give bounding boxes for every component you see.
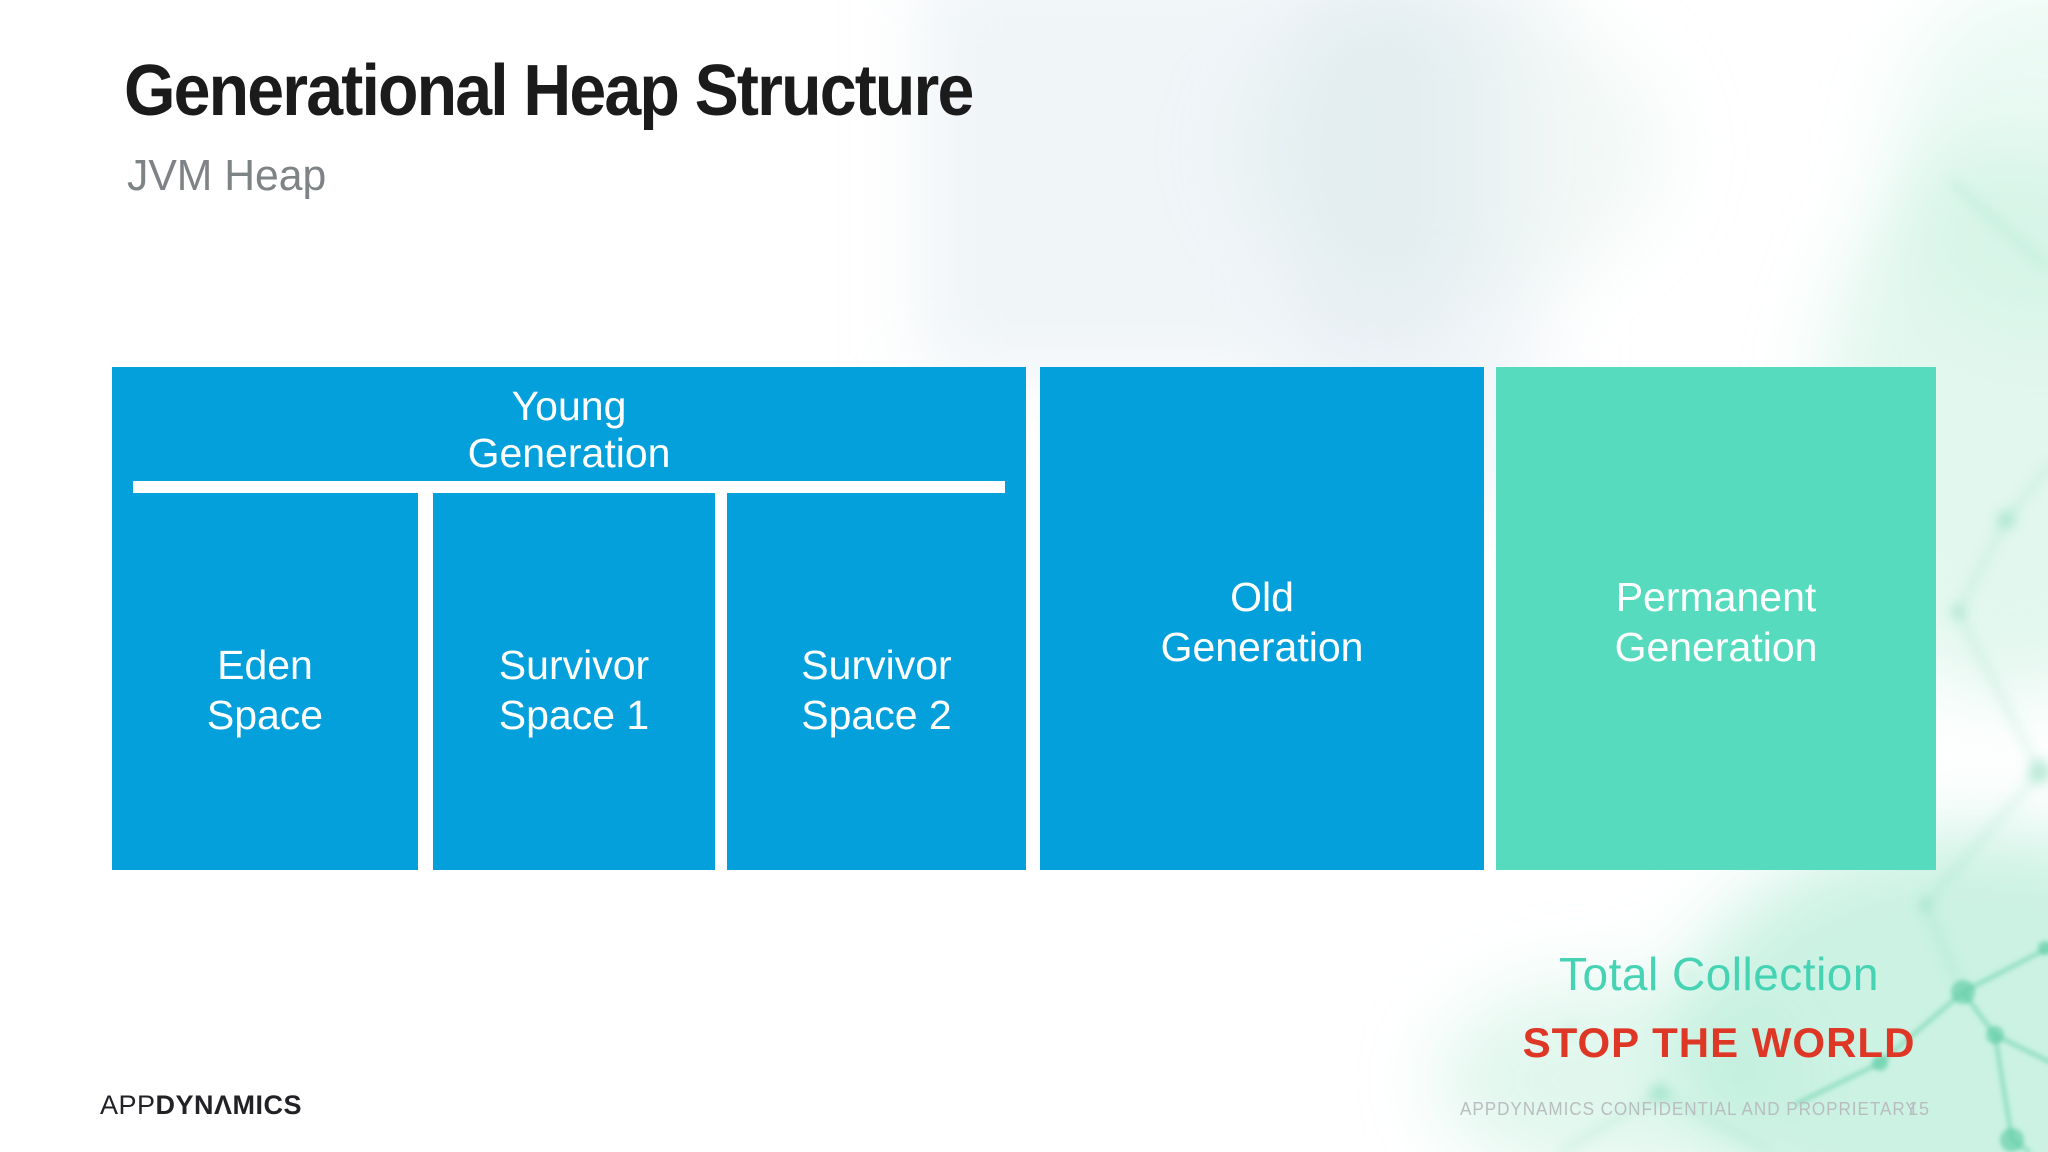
appdynamics-logo: APPDYNΛMICS — [100, 1090, 302, 1121]
young-generation-label-line1: Young — [511, 383, 627, 429]
subspace-divider — [418, 493, 433, 870]
stop-the-world-label: STOP THE WORLD — [1522, 1019, 1916, 1066]
young-generation-box: Young Generation Eden Space Survivor Spa… — [112, 367, 1026, 870]
survivor-space-2-label: Survivor Space 2 — [801, 640, 951, 740]
eden-space-label-line1: Eden — [217, 641, 313, 688]
slide-subtitle: JVM Heap — [127, 151, 327, 200]
survivor-space-1-label-line2: Space 1 — [498, 691, 650, 738]
permanent-generation-label-line2: Generation — [1614, 623, 1818, 670]
page-number: 15 — [1908, 1099, 1931, 1119]
eden-space-label-line2: Space — [206, 691, 324, 738]
survivor-space-2-label-line2: Space 2 — [801, 691, 952, 738]
old-generation-label-line2: Generation — [1160, 623, 1364, 670]
eden-space-label: Eden Space — [207, 640, 323, 740]
permanent-generation-label-line1: Permanent — [1615, 573, 1817, 620]
slide-title: Generational Heap Structure — [124, 51, 974, 131]
subspace-divider — [715, 493, 727, 870]
young-generation-separator-bar — [133, 481, 1005, 493]
permanent-generation-label: Permanent Generation — [1615, 572, 1818, 672]
old-generation-label-line1: Old — [1230, 573, 1294, 620]
footer-confidential-text: APPDYNAMICS CONFIDENTIAL AND PROPRIETARY — [1460, 1099, 1918, 1119]
permanent-generation-box: Permanent Generation — [1496, 367, 1936, 870]
appdynamics-logo-main: DYNΛMICS — [155, 1090, 303, 1120]
survivor-space-1-label: Survivor Space 1 — [499, 640, 649, 740]
survivor-space-2-label-line1: Survivor — [801, 641, 952, 688]
survivor-space-1-label-line1: Survivor — [498, 641, 650, 688]
old-generation-label: Old Generation — [1161, 572, 1364, 672]
survivor-space-2-box: Survivor Space 2 — [727, 493, 1026, 870]
young-generation-subspaces: Eden Space Survivor Space 1 Survivor Spa… — [112, 493, 1026, 870]
young-generation-header: Young Generation — [112, 367, 1026, 493]
survivor-space-1-box: Survivor Space 1 — [433, 493, 715, 870]
young-generation-label: Young Generation — [112, 383, 1026, 477]
eden-space-box: Eden Space — [112, 493, 418, 870]
old-generation-box: Old Generation — [1040, 367, 1484, 870]
appdynamics-logo-prefix: APP — [100, 1090, 156, 1120]
young-generation-label-line2: Generation — [467, 430, 671, 476]
total-collection-label: Total Collection — [1559, 948, 1879, 1000]
collection-annotations: Total Collection STOP THE WORLD — [1419, 948, 2019, 1066]
